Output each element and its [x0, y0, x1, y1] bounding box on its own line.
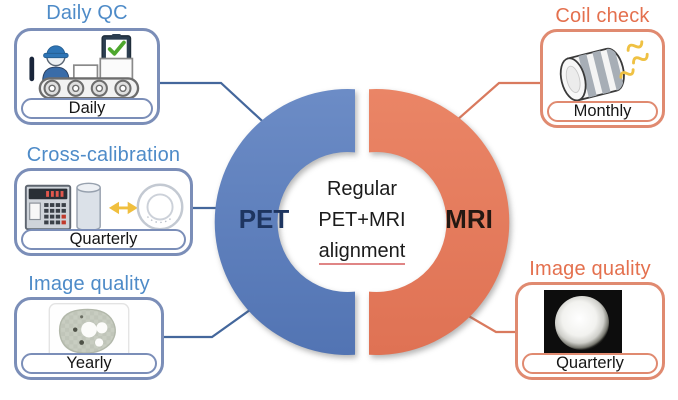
coil-check-frequency-badge: Monthly: [547, 101, 658, 122]
mri-image-quality-frequency-badge: Quarterly: [522, 353, 658, 374]
mri-image-quality-box: Quarterly: [515, 282, 665, 380]
cross-calibration-title: Cross-calibration: [26, 144, 181, 166]
pet-iq-phantom-icon: [48, 303, 130, 360]
pet-segment: [214, 88, 355, 355]
coil-check-box: Monthly: [540, 29, 665, 128]
mri-sphere-phantom-icon: [544, 290, 622, 355]
pet-image-quality-title: Image quality: [28, 273, 150, 295]
donut-center-text: Regular PET+MRI alignment: [295, 174, 429, 267]
connector-coil-check: [447, 81, 541, 129]
coil-check-title: Coil check: [555, 5, 650, 27]
daily-qc-box: Daily: [14, 28, 160, 125]
daily-qc-frequency-badge: Daily: [21, 98, 153, 119]
center-line-2: PET+MRI: [318, 209, 406, 231]
cross-calibration-box: Quarterly: [14, 168, 193, 256]
pet-image-quality-frequency-badge: Yearly: [21, 353, 157, 374]
connector-image-quality-left: [164, 299, 265, 339]
center-line-1: Regular: [326, 178, 398, 200]
dose-calibrator-phantom-icon: [24, 182, 184, 231]
mri-segment-label: MRI: [445, 204, 493, 234]
factory-inspection-icon: [29, 34, 140, 100]
daily-qc-title: Daily QC: [46, 2, 128, 24]
mri-segment: [369, 88, 510, 355]
cross-calibration-frequency-badge: Quarterly: [21, 229, 186, 250]
rf-coil-icon: [559, 40, 649, 102]
mri-image-quality-title: Image quality: [529, 258, 651, 280]
center-line-3: alignment: [295, 236, 429, 267]
connector-daily-qc: [159, 81, 273, 131]
pet-segment-label: PET: [238, 204, 290, 234]
pet-image-quality-box: Yearly: [14, 297, 164, 380]
